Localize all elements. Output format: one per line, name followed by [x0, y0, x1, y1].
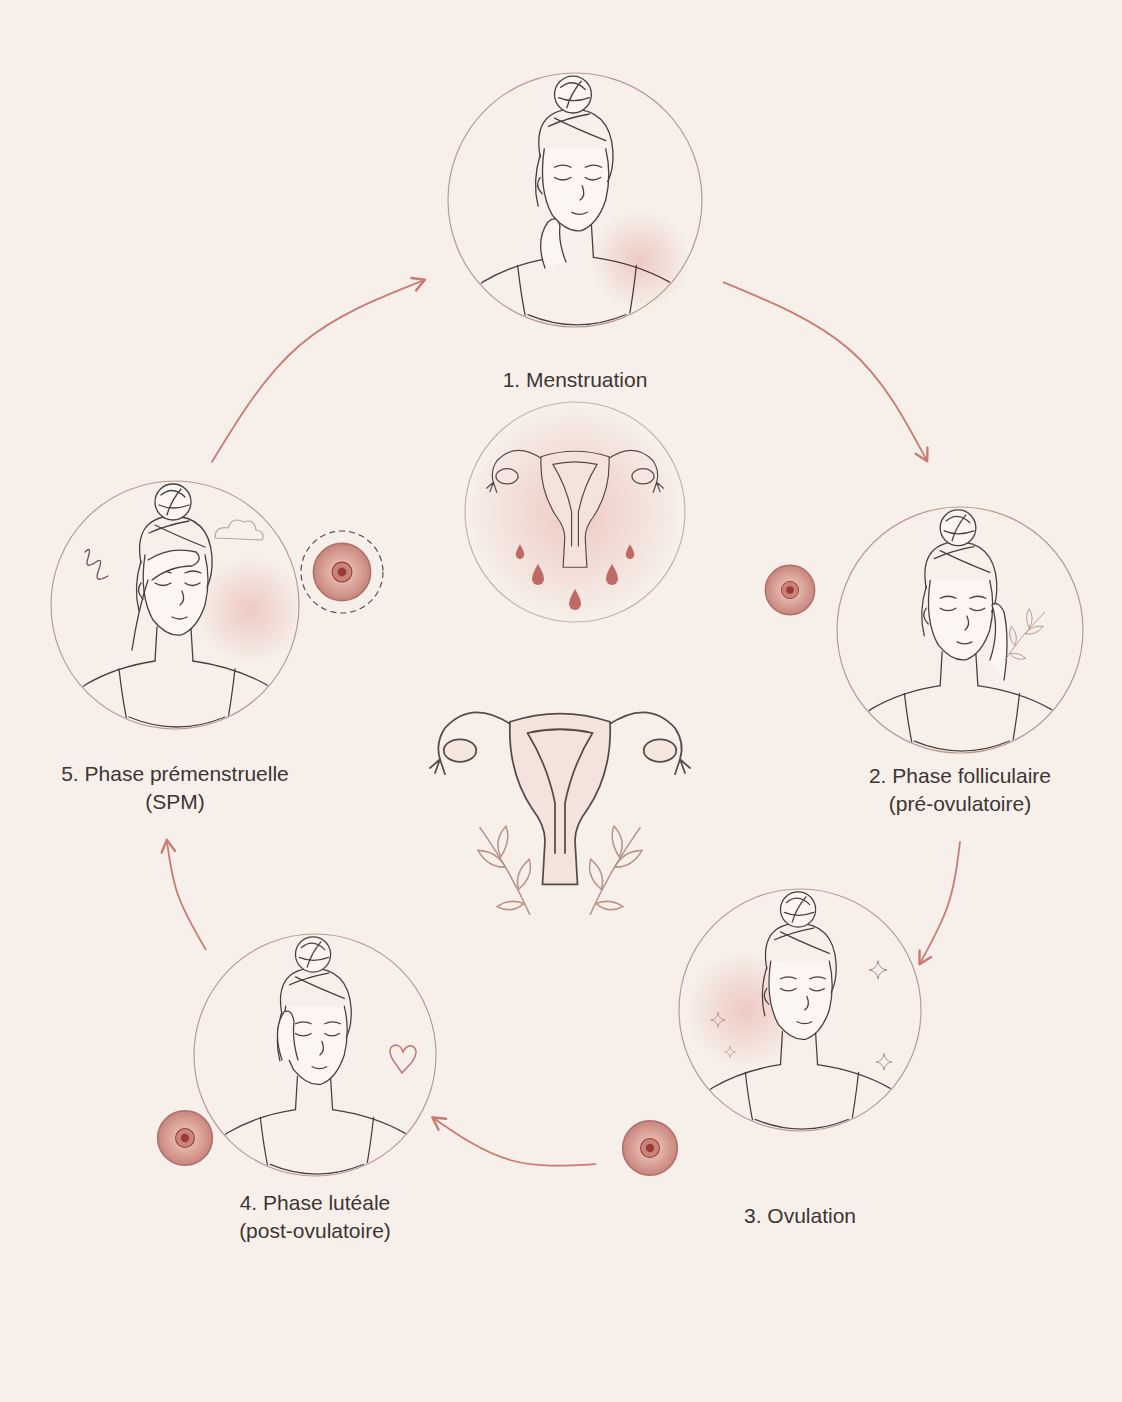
uterus-menstruation: [487, 450, 664, 567]
circle-outline: [193, 933, 437, 1177]
uterus-illustration: [576, 822, 654, 915]
circle-outline: [51, 481, 299, 729]
phase-label-slot: 3. Ovulation: [670, 1202, 930, 1230]
mood-symbols: [390, 1045, 416, 1073]
cycle-arrow: [212, 280, 425, 462]
cycle-arrow: [724, 282, 927, 461]
circle-outline: [448, 73, 702, 327]
uterus-menstruation: [569, 589, 581, 610]
hand-gesture: [277, 1011, 298, 1060]
mood-symbols: [85, 550, 108, 580]
phase-label: 4. Phase lutéale (post-ovulatoire): [220, 1189, 410, 1246]
circle-outline: [836, 506, 1084, 754]
blush-patches: [195, 210, 805, 1070]
hand-gesture: [148, 550, 199, 580]
mood-symbols: [215, 520, 263, 540]
hand-gesture: [990, 604, 1007, 680]
follicle-icon: [623, 1121, 678, 1176]
follicle-icon: [313, 543, 370, 600]
hand-gesture: [132, 219, 1007, 1060]
phase-label: 1. Menstruation: [445, 366, 705, 394]
mood-symbols: [869, 961, 887, 979]
phase-label: 2. Phase folliculaire (pré-ovulatoire): [850, 762, 1070, 819]
phase-label-slot: 5. Phase prémenstruelle (SPM): [40, 760, 310, 817]
follicle-icon: [301, 531, 383, 613]
circle-outline: [678, 888, 922, 1132]
phase-label-slot: 4. Phase lutéale (post-ovulatoire): [220, 1189, 410, 1246]
circle-outline: [194, 934, 436, 1176]
uterus-menstruation: [465, 402, 685, 622]
phase-circle: 5. Phase prémenstruelle (SPM): [50, 480, 300, 730]
uterus-menstruation: [465, 402, 685, 622]
follicle-icon: [765, 565, 814, 614]
phase-label: 5. Phase prémenstruelle (SPM): [40, 760, 310, 817]
hand-gesture: [132, 580, 148, 650]
mood-symbols: [876, 1054, 892, 1070]
uterus-illustration: [430, 712, 690, 915]
uterus-illustration: [430, 712, 690, 884]
phase-circle: 4. Phase lutéale (post-ovulatoire): [193, 933, 437, 1177]
cycle-arrow: [432, 1117, 595, 1165]
leaf-sprig: [1005, 609, 1045, 660]
cycle-arrow: [919, 842, 960, 964]
circle-outline: [447, 72, 703, 328]
hand-gesture: [541, 219, 566, 268]
leaf-sprig: [1005, 609, 1045, 660]
phase-label-slot: 1. Menstruation: [445, 366, 705, 394]
mood-symbols: [85, 520, 892, 1073]
phase-label-slot: 2. Phase folliculaire (pré-ovulatoire): [850, 762, 1070, 819]
circle-outline: [837, 507, 1083, 753]
uterus-menstruation: [606, 564, 618, 585]
uterus-illustration: [466, 822, 544, 915]
phase-label: 3. Ovulation: [670, 1202, 930, 1230]
mood-symbols: [711, 1013, 725, 1027]
cycle-arrow: [167, 840, 206, 950]
uterus-menstruation: [516, 544, 524, 559]
circle-outline: [679, 889, 921, 1131]
uterus-menstruation: [626, 544, 634, 559]
phase-circle: 2. Phase folliculaire (pré-ovulatoire): [836, 506, 1084, 754]
follicle-icon: [158, 1111, 213, 1166]
blush-patches: [590, 210, 690, 310]
mood-symbols: [725, 1047, 736, 1058]
circle-outline: [50, 480, 300, 730]
uterus-menstruation: [532, 564, 544, 585]
woman-portrait: [57, 76, 1079, 1182]
follicle-icon: [158, 531, 815, 1175]
phase-circle: 1. Menstruation: [447, 72, 703, 328]
phase-circle: 3. Ovulation: [678, 888, 922, 1132]
